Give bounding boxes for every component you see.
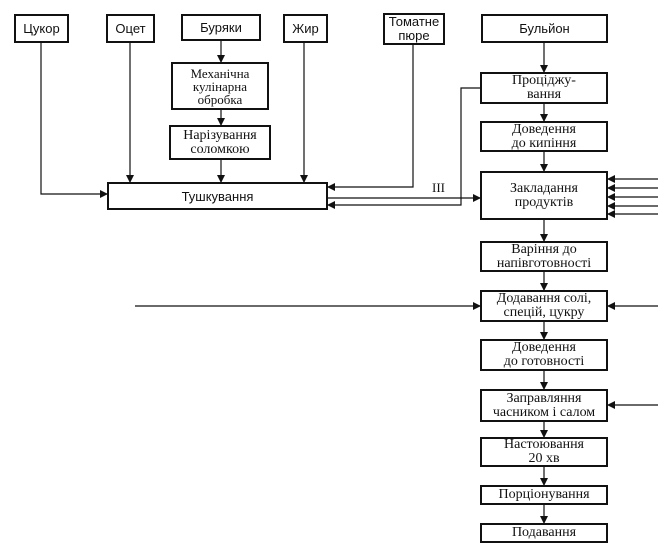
broth-box: Бульйон [481, 14, 608, 43]
cook-half-box: Варіння до напівготовності [480, 241, 608, 272]
fat-box: Жир [283, 14, 328, 43]
add-products-box: Закладання продуктів [480, 171, 608, 220]
strain-box: Проціджу- вання [480, 72, 608, 104]
stewing-box: Тушкування [107, 182, 328, 210]
season-box: Заправляння часником і салом [480, 389, 608, 422]
infuse-box: Настоювання 20 хв [480, 437, 608, 467]
sugar-box: Цукор [14, 14, 69, 43]
serve-box: Подавання [480, 523, 608, 543]
vinegar-box: Оцет [106, 14, 155, 43]
beets-box: Буряки [181, 14, 261, 41]
mechanical-processing-box: Механічна кулінарна обробка [171, 62, 269, 110]
cutting-box: Нарізування соломкою [169, 125, 271, 160]
marker-label: III [432, 180, 445, 195]
portion-box: Порціонування [480, 485, 608, 505]
bring-to-boil-box: Доведення до кипіння [480, 121, 608, 152]
tomato-puree-box: Томатне пюре [383, 13, 445, 45]
bring-ready-box: Доведення до готовності [480, 339, 608, 371]
add-salt-box: Додавання солі, спецій, цукру [480, 290, 608, 322]
